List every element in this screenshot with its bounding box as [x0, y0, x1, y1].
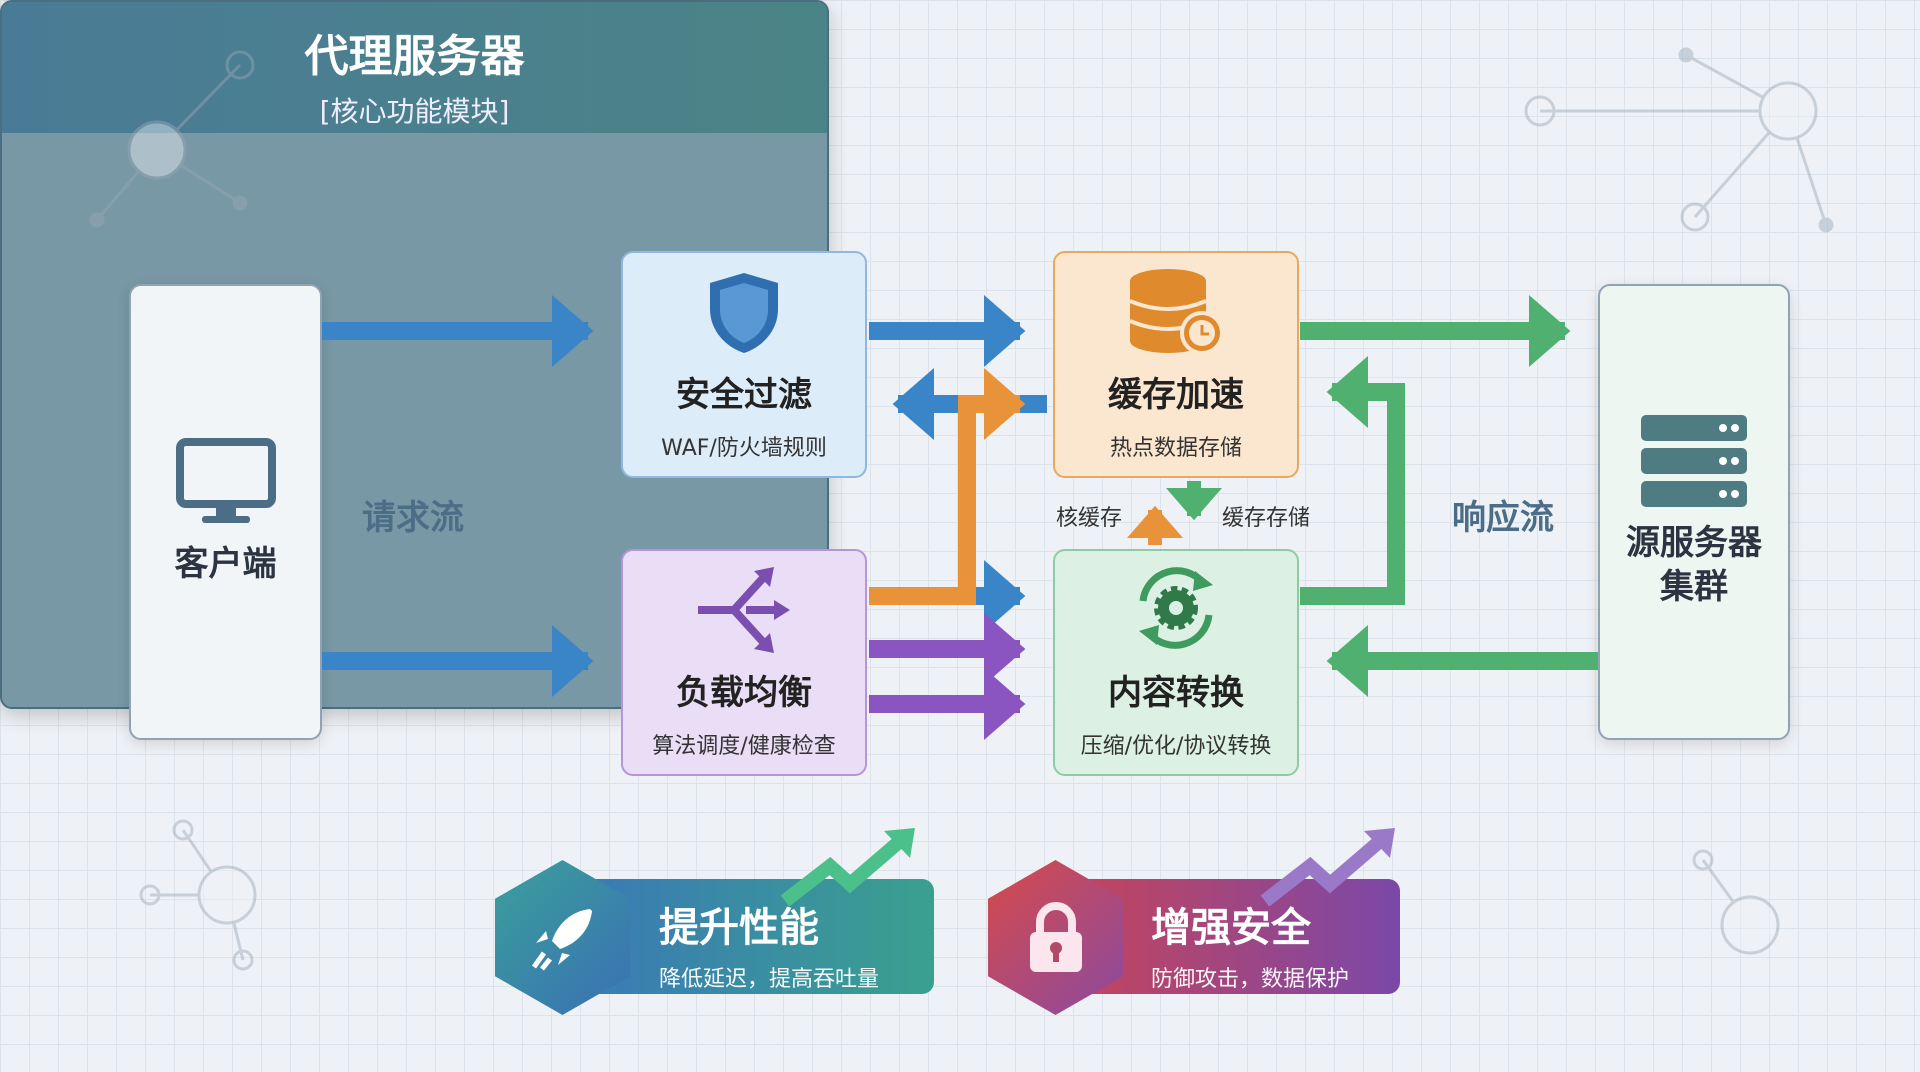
arrow-loadbalance-to-cache: [869, 368, 1026, 605]
module-content-transform: 内容转换 压缩/优化/协议转换: [1053, 549, 1299, 776]
module-desc: WAF/防火墙规则: [661, 436, 827, 461]
module-load-balance: 负载均衡 算法调度/健康检查: [621, 549, 867, 776]
response-flow-label: 响应流: [1452, 498, 1554, 538]
lock-icon: [1029, 901, 1082, 972]
proxy-subtitle: [核心功能模块]: [319, 95, 510, 128]
arrow-content-loop-to-cache: [1300, 356, 1405, 605]
to-cache-label: 核缓存: [1056, 506, 1123, 531]
badge-title: 提升性能: [659, 905, 819, 951]
rocket-icon: [531, 908, 592, 971]
badge-title: 增强安全: [1151, 905, 1311, 951]
database-clock-icon: [1129, 269, 1224, 355]
module-name: 负载均衡: [676, 673, 812, 713]
badge-desc: 防御攻击，数据保护: [1151, 967, 1350, 992]
module-cache-acceleration: 缓存加速 热点数据存储: [1053, 251, 1299, 478]
cache-store-label: 缓存存储: [1222, 506, 1311, 531]
module-desc: 热点数据存储: [1109, 436, 1242, 461]
trend-up-arrow-icon: [780, 828, 915, 906]
server-stack-icon: [1641, 414, 1747, 507]
module-security-filter: 安全过滤 WAF/防火墙规则: [621, 251, 867, 478]
module-name: 缓存加速: [1108, 375, 1244, 415]
gear-refresh-icon: [1139, 567, 1213, 649]
client-box: 客户端: [129, 284, 322, 740]
client-label: 客户端: [174, 543, 277, 584]
origin-server-label: 源服务器集群: [1626, 522, 1762, 607]
module-desc: 压缩/优化/协议转换: [1080, 734, 1272, 759]
monitor-icon: [175, 437, 276, 523]
shield-icon: [710, 273, 778, 353]
badge-desc: 降低延迟，提高吞吐量: [659, 967, 880, 992]
proxy-title: 代理服务器: [304, 31, 525, 82]
origin-server-box: 源服务器集群: [1598, 284, 1790, 740]
proxy-header: 代理服务器 [核心功能模块]: [2, 2, 827, 133]
trend-up-arrow-icon: [1260, 828, 1395, 906]
module-name: 内容转换: [1108, 673, 1244, 713]
split-arrows-icon: [698, 567, 790, 653]
request-flow-label: 请求流: [362, 498, 464, 538]
module-name: 安全过滤: [676, 375, 812, 415]
module-desc: 算法调度/健康检查: [652, 734, 836, 759]
